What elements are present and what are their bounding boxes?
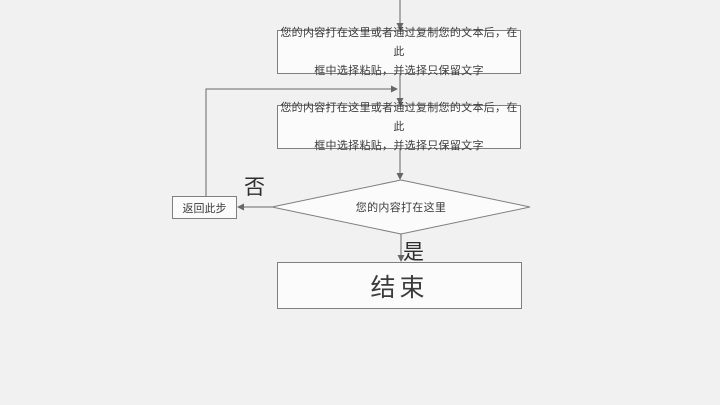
connector-diamond-to-return xyxy=(237,203,272,211)
process-box-2-line2: 框中选择粘贴，并选择只保留文字 xyxy=(314,139,484,152)
process-box-2-line1: 您的内容打在这里或者通过复制您的文本后，在此 xyxy=(280,101,518,133)
process-box-2: 您的内容打在这里或者通过复制您的文本后，在此 框中选择粘贴，并选择只保留文字 xyxy=(277,102,521,152)
decision-label: 您的内容打在这里 xyxy=(355,202,447,214)
arrowhead-down-icon xyxy=(396,23,404,30)
connector-box2-to-diamond xyxy=(396,149,404,180)
arrowhead-down-icon xyxy=(396,173,404,180)
return-step-box: 返回此步 xyxy=(172,196,237,219)
process-box-1-line2: 框中选择粘贴，并选择只保留文字 xyxy=(314,64,484,77)
process-box-1-line1: 您的内容打在这里或者通过复制您的文本后，在此 xyxy=(280,26,518,58)
end-box: 结束 xyxy=(277,262,522,309)
branch-no-label: 否 xyxy=(244,176,265,199)
arrowhead-down-icon xyxy=(396,98,404,105)
connector-diamond-to-end xyxy=(397,234,405,262)
arrowhead-left-icon xyxy=(237,203,244,211)
connector-return-feedback xyxy=(205,85,398,196)
arrowhead-right-icon xyxy=(391,85,398,93)
arrowhead-down-icon xyxy=(397,255,405,262)
process-box-1: 您的内容打在这里或者通过复制您的文本后，在此 框中选择粘贴，并选择只保留文字 xyxy=(277,27,521,77)
branch-yes-label: 是 xyxy=(403,241,424,264)
connector-start-to-box1 xyxy=(396,0,404,30)
connector-box1-to-box2 xyxy=(396,74,404,105)
